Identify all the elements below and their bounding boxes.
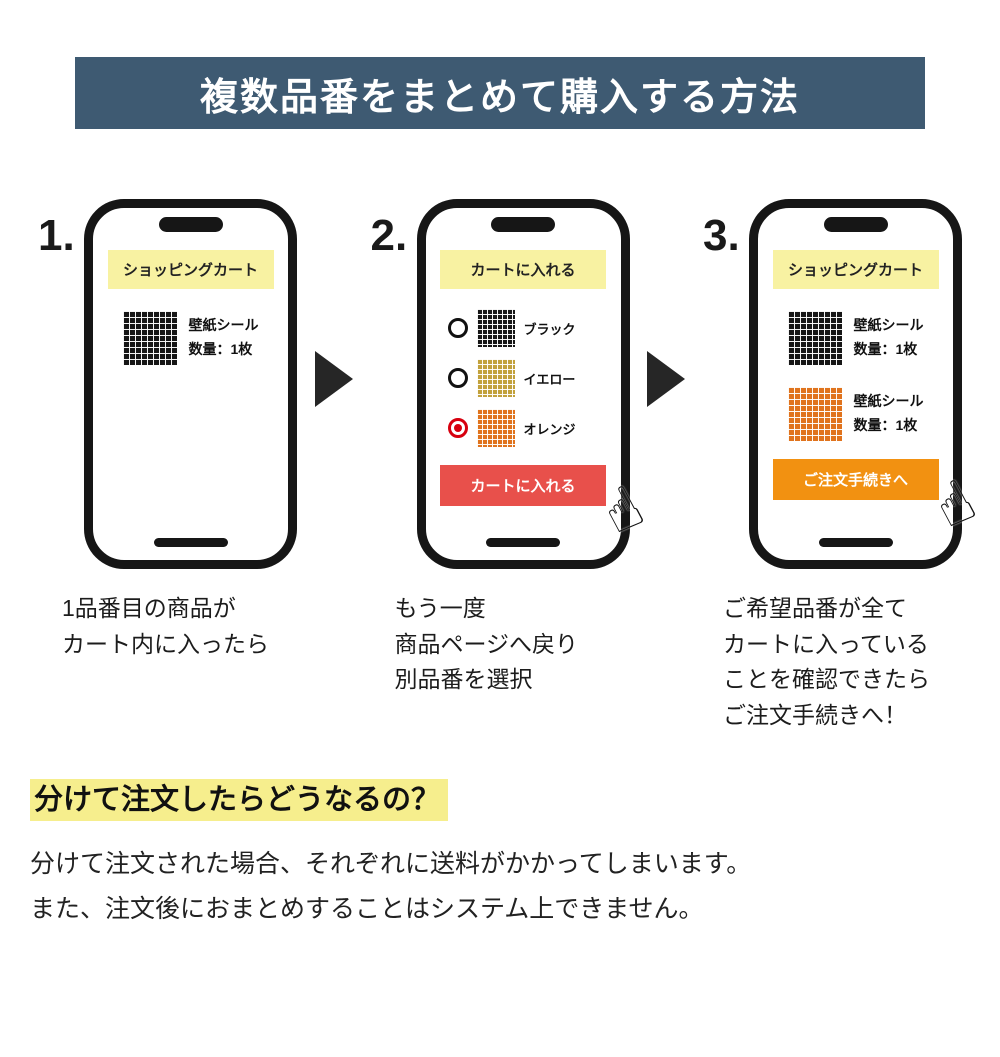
- steps-row: 1. ショッピングカート 壁紙シール 数量：1枚 1品番目の商品が カート内に入…: [0, 199, 1000, 734]
- swatch-black-icon: [787, 311, 842, 365]
- product-screen-title: カートに入れる: [440, 250, 606, 289]
- product-name: 壁紙シール: [853, 317, 924, 334]
- arrow-wrap: [313, 351, 355, 407]
- footer-heading: 分けて注文したらどうなるの？: [30, 776, 449, 821]
- swatch-black-icon: [476, 309, 515, 347]
- color-options: ブラック イエロー オレンジ: [426, 309, 621, 447]
- cart-screen-title: ショッピングカート: [772, 250, 939, 289]
- option-label: ブラック: [523, 321, 576, 337]
- product-quantity: 数量：1枚: [853, 417, 918, 433]
- step-2-caption: もう一度 商品ページへ戻り 別品番を選択: [394, 595, 579, 693]
- product-name: 壁紙シール: [188, 317, 259, 334]
- phone-home-bar: [486, 538, 560, 547]
- phone-home-bar: [153, 538, 228, 547]
- phone-notch: [158, 217, 223, 232]
- arrow-wrap: [645, 351, 687, 407]
- cart-item: 壁紙シール 数量：1枚: [758, 311, 953, 365]
- phone-home-bar: [818, 538, 893, 547]
- phone-step-3: ショッピングカート 壁紙シール 数量：1枚 壁紙シール 数量：1枚: [749, 199, 986, 569]
- arrow-right-icon: [647, 351, 686, 407]
- arrow-right-icon: [314, 351, 353, 407]
- product-name: 壁紙シール: [853, 393, 924, 410]
- swatch-black-icon: [122, 311, 177, 365]
- cart-screen-title: ショッピングカート: [107, 250, 274, 289]
- hand-cursor-icon: ☝: [923, 465, 987, 543]
- color-option-orange[interactable]: オレンジ: [447, 409, 621, 447]
- title-banner: 複数品番をまとめて購入する方法: [75, 57, 925, 129]
- phone-step-1: ショッピングカート 壁紙シール 数量：1枚: [84, 199, 297, 569]
- color-option-black[interactable]: ブラック: [447, 309, 621, 347]
- checkout-button[interactable]: ご注文手続きへ: [772, 459, 939, 500]
- instruction-infographic: 複数品番をまとめて購入する方法 1. ショッピングカート 壁紙シール 数量：1枚: [0, 57, 1000, 1057]
- cart-item: 壁紙シール 数量：1枚: [93, 311, 288, 365]
- option-label: イエロー: [523, 371, 576, 387]
- step-1: 1. ショッピングカート 壁紙シール 数量：1枚 1品番目の商品が カート内に入…: [38, 199, 297, 662]
- step-3-caption: ご希望品番が全て カートに入っている ことを確認できたら ご注文手続きへ！: [723, 595, 930, 728]
- phone-notch: [823, 217, 888, 232]
- color-option-yellow[interactable]: イエロー: [447, 359, 621, 397]
- swatch-orange-icon: [787, 387, 842, 441]
- option-label: オレンジ: [523, 421, 576, 437]
- step-1-number: 1.: [38, 211, 75, 260]
- radio-selected-icon[interactable]: [447, 418, 468, 438]
- step-1-caption: 1品番目の商品が カート内に入ったら: [62, 595, 269, 657]
- product-quantity: 数量：1枚: [853, 341, 918, 357]
- swatch-orange-icon: [476, 409, 515, 447]
- footer-heading-text: 分けて注文したらどうなるの？: [30, 778, 449, 821]
- step-2-number: 2.: [370, 211, 408, 260]
- radio-unselected-icon[interactable]: [447, 318, 468, 338]
- step-2: 2. カートに入れる ブラック イエロー: [370, 199, 654, 698]
- cart-item: 壁紙シール 数量：1枚: [758, 387, 953, 441]
- step-3: 3. ショッピングカート 壁紙シール 数量：1枚 壁紙シール: [703, 199, 986, 734]
- product-quantity: 数量：1枚: [188, 341, 253, 357]
- phone-step-2: カートに入れる ブラック イエロー: [416, 199, 654, 569]
- swatch-yellow-icon: [476, 359, 515, 397]
- step-3-number: 3.: [703, 211, 740, 260]
- add-to-cart-button[interactable]: カートに入れる: [440, 465, 606, 506]
- footer-note: 分けて注文したらどうなるの？ 分けて注文された場合、それぞれに送料がかかってしま…: [30, 776, 1000, 932]
- page-title: 複数品番をまとめて購入する方法: [199, 76, 800, 119]
- radio-unselected-icon[interactable]: [447, 368, 468, 388]
- footer-body: 分けて注文された場合、それぞれに送料がかかってしまいます。 また、注文後におまと…: [30, 849, 752, 923]
- phone-notch: [491, 217, 555, 232]
- hand-cursor-icon: ☝: [590, 471, 654, 549]
